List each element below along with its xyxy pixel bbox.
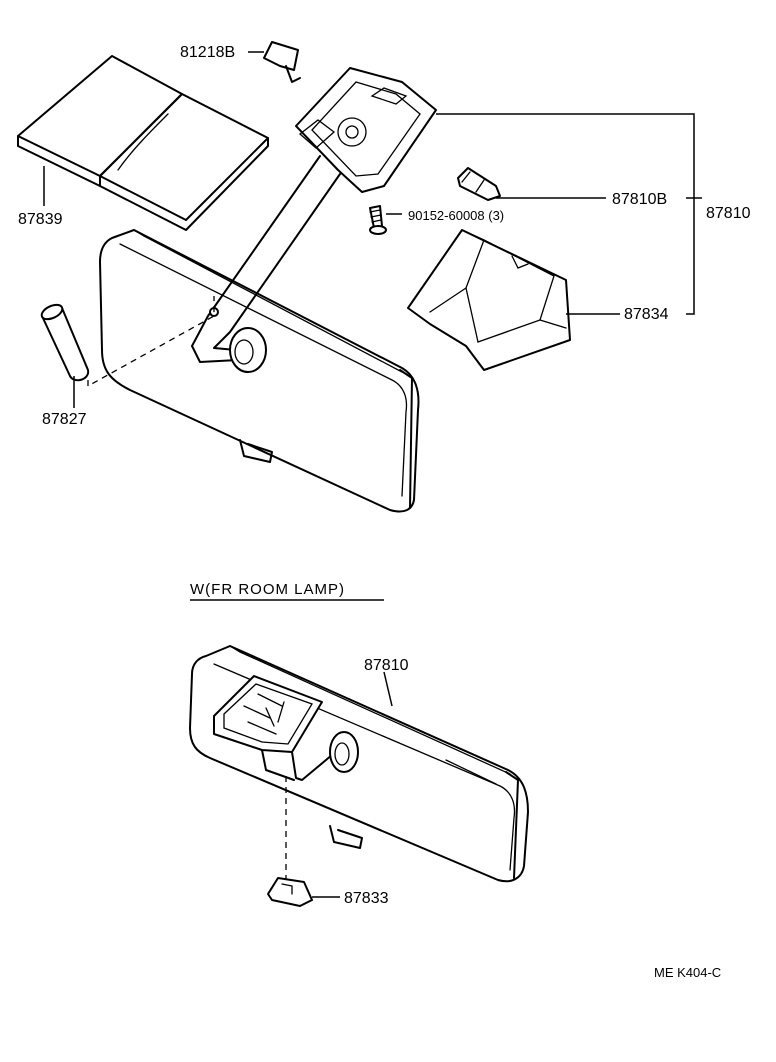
mirror-top [99, 229, 420, 513]
clip-81218B [263, 41, 301, 83]
mirror-bottom [189, 645, 529, 883]
leaders-top [43, 51, 702, 408]
section-heading: W(FR ROOM LAMP) [190, 581, 345, 598]
label-81218B: 81218B [180, 44, 235, 61]
cover-87827 [40, 303, 90, 382]
label-90152: 90152-60008 (3) [408, 208, 504, 223]
mirror-stay [191, 67, 437, 363]
label-87810-bottom: 87810 [364, 657, 409, 674]
screw-90152 [369, 205, 387, 235]
lens-87834 [407, 229, 571, 371]
label-87834: 87834 [624, 306, 669, 323]
label-87810-top: 87810 [706, 205, 751, 222]
bulb-87810B [457, 167, 501, 201]
label-87833: 87833 [344, 890, 389, 907]
figure-code: ME K404-C [654, 965, 721, 980]
pad-87839 [17, 55, 269, 231]
dashed-link-87827 [87, 296, 215, 388]
label-87839: 87839 [18, 211, 63, 228]
clip-87833 [267, 877, 313, 907]
label-87810B: 87810B [612, 191, 667, 208]
leaders-bottom [312, 671, 393, 898]
label-87827: 87827 [42, 411, 87, 428]
